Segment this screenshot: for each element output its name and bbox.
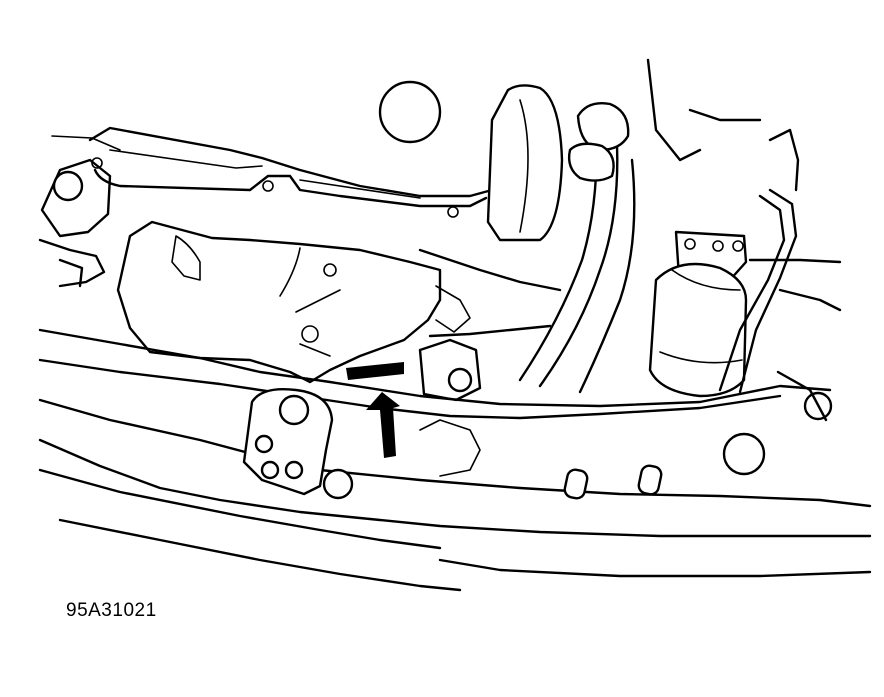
engine-mount-bracket (242, 388, 334, 496)
right-support-rod (718, 128, 842, 422)
hoses (518, 58, 762, 394)
sensor-connector (346, 362, 404, 380)
left-bracket-assembly (38, 135, 121, 288)
figure-code: 95A31021 (66, 600, 157, 621)
cylinder-canister (648, 262, 748, 398)
slot-left (563, 468, 589, 500)
slot-right (637, 464, 663, 496)
front-crossmember (38, 328, 872, 592)
crossmember-hole (722, 432, 766, 476)
heat-shield (116, 220, 471, 384)
exhaust-pipe (346, 248, 562, 402)
arrow-up-icon (366, 392, 400, 458)
oil-filler-cap (378, 80, 442, 144)
mount-bolt (447, 367, 473, 393)
booster-canister (486, 84, 564, 242)
valve-cover (88, 80, 494, 218)
